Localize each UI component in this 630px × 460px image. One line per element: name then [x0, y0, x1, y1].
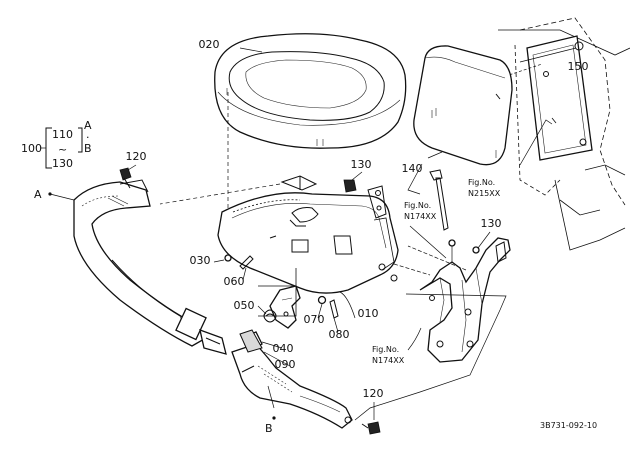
kit-letter-b: B	[84, 142, 92, 155]
point-b-marker	[272, 416, 276, 420]
callout-130-13: 130	[481, 217, 502, 230]
fig-ref-n174-upper-leader	[407, 163, 423, 195]
callout-150-3: 150	[568, 60, 589, 73]
point-a-marker	[48, 192, 52, 196]
kit-top-label: 110	[52, 128, 73, 141]
callout-060-6: 060	[224, 275, 245, 288]
bolt-120-right	[361, 402, 381, 435]
kit-approx-label: ~	[58, 143, 67, 156]
washer-030	[213, 254, 232, 263]
callout-140-2: 140	[402, 162, 423, 175]
callout-050-7: 050	[234, 299, 255, 312]
kit-dot: ·	[86, 131, 90, 144]
callout-130-1: 130	[351, 158, 372, 171]
backrest-stay-rod	[429, 169, 456, 262]
fender-panel	[499, 35, 593, 161]
tractor-frame-outline	[498, 17, 630, 251]
kit-bottom-label: 130	[52, 157, 73, 170]
callout-120-14: 120	[363, 387, 384, 400]
fig-ref-3-label: Fig.No.	[372, 345, 399, 354]
point-b-label: B	[265, 422, 273, 435]
fig-ref-2-label: Fig.No.	[404, 201, 431, 210]
washer-070	[317, 295, 327, 319]
point-a-label: A	[34, 188, 42, 201]
callout-030-5: 030	[190, 254, 211, 267]
seat-bracket-assembly	[354, 225, 511, 421]
clip-080	[329, 299, 339, 333]
pin-060	[239, 255, 254, 281]
diagram-code: 3B731-092-10	[540, 421, 597, 430]
callout-090-12: 090	[275, 358, 296, 371]
seat-cushion	[214, 33, 407, 258]
kit-main-label: 100	[21, 142, 42, 155]
bolt-120-left	[119, 164, 137, 189]
callout-labels: 020 130 140 150 120 030 060 050 070 080 010 040 090 1…	[126, 38, 589, 400]
bolt-130-upper	[343, 171, 363, 193]
fig-ref-3-number: N174XX	[372, 356, 405, 365]
spring-050	[257, 305, 277, 323]
callout-120-4: 120	[126, 150, 147, 163]
fig-ref-1-number: N215XX	[468, 189, 501, 198]
seat-belt-left	[49, 179, 227, 355]
callout-080-9: 080	[329, 328, 350, 341]
fig-ref-2-number: N174XX	[404, 212, 437, 221]
seat-backrest	[413, 45, 513, 166]
fig-ref-n215-leader	[519, 119, 553, 166]
fig-ref-1-label: Fig.No.	[468, 178, 495, 187]
seat-pan-plate	[159, 175, 399, 319]
kit-letter-a: A	[84, 119, 92, 132]
kit-group-bracket	[40, 127, 83, 169]
callout-040-11: 040	[273, 342, 294, 355]
callout-010-10: 010	[358, 307, 379, 320]
seat-belt-buckle	[231, 329, 353, 429]
callout-020-0: 020	[199, 38, 220, 51]
callout-070-8: 070	[304, 313, 325, 326]
